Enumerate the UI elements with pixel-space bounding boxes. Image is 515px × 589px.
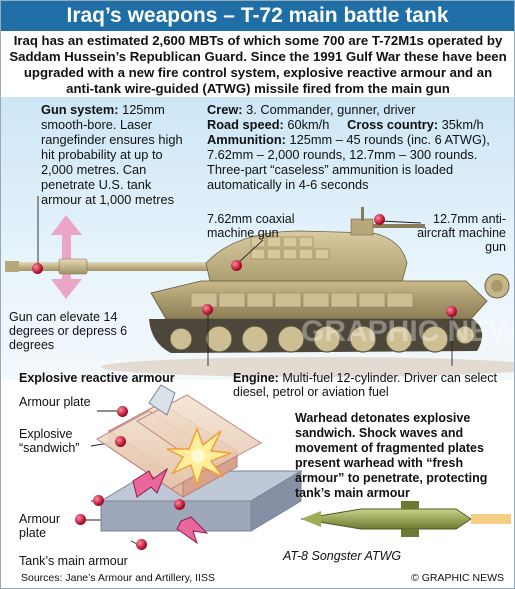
aa-marker (374, 214, 385, 225)
main-gun (5, 258, 245, 275)
gun-marker (32, 263, 43, 274)
credit-text: © GRAPHIC NEWS (411, 572, 504, 584)
aa-label: 12.7mm anti-aircraft machine gun (417, 212, 506, 254)
sandwich-marker (115, 436, 126, 447)
warhead-marker (174, 499, 185, 510)
elevation-arrow (51, 215, 82, 299)
watermark: GRAPHIC NEWS (301, 315, 514, 348)
atwg-missile (300, 501, 511, 537)
armour-plate-bottom-label: Armour plate (19, 512, 60, 540)
engine-marker (446, 306, 457, 317)
engine-text: Multi-fuel 12-cylinder. Driver can selec… (233, 371, 497, 399)
missile-label: AT-8 Songster ATWG (283, 549, 402, 563)
gun-system-block: Gun system: 125mm smooth-bore. Laser ran… (41, 102, 186, 207)
specs-block: Crew: 3. Commander, gunner, driver Road … (207, 102, 507, 192)
main-armour-label: Tank’s main armour (19, 554, 128, 568)
sandwich-lower-marker (93, 495, 104, 506)
rear-drum (484, 273, 510, 299)
armour-bottom-marker (75, 514, 86, 525)
gun-system-label: Gun system: (41, 102, 119, 117)
armour-plate-top-label: Armour plate (19, 395, 91, 409)
coaxial-label: 7.62mm coaxial machine gun (207, 212, 295, 240)
elevation-label: Gun can elevate 14 degrees or depress 6 … (9, 310, 128, 352)
tracks (149, 319, 483, 353)
warhead-text: Warhead detonates explosive sandwich. Sh… (295, 411, 488, 500)
intro-text: Iraq has an estimated 2,600 MBTs of whic… (9, 33, 507, 96)
gun-system-text: 125mm smooth-bore. Laser rangefinder ens… (41, 102, 183, 207)
coaxial-marker (231, 260, 242, 271)
engine-block: Engine: Multi-fuel 12-cylinder. Driver c… (233, 371, 508, 399)
era-diagram (96, 384, 303, 545)
turret (205, 207, 425, 287)
era-title: Explosive reactive armour (19, 371, 175, 385)
sandwich-label: Explosive “sandwich” (19, 427, 80, 455)
page-title: Iraq’s weapons – T-72 main battle tank (1, 1, 514, 31)
hull (150, 280, 488, 320)
engine-label: Engine: (233, 371, 279, 385)
crew-value: 3. Commander, gunner, driver (242, 102, 416, 117)
armour-top-marker (117, 406, 128, 417)
ammunition-value: 125mm – 45 rounds (inc. 6 ATWG), 7.62mm … (207, 132, 490, 192)
main-armour-marker (136, 539, 147, 550)
cross-country-label: Cross country: (347, 117, 439, 132)
crew-label: Crew: (207, 102, 243, 117)
sources-text: Sources: Jane’s Armour and Artillery, II… (21, 572, 215, 584)
era-marker (202, 304, 213, 315)
cross-country-value: 35km/h (438, 117, 484, 132)
road-speed-label: Road speed: (207, 117, 284, 132)
road-speed-value: 60km/h (283, 117, 330, 132)
ammunition-label: Ammunition: (207, 132, 286, 147)
